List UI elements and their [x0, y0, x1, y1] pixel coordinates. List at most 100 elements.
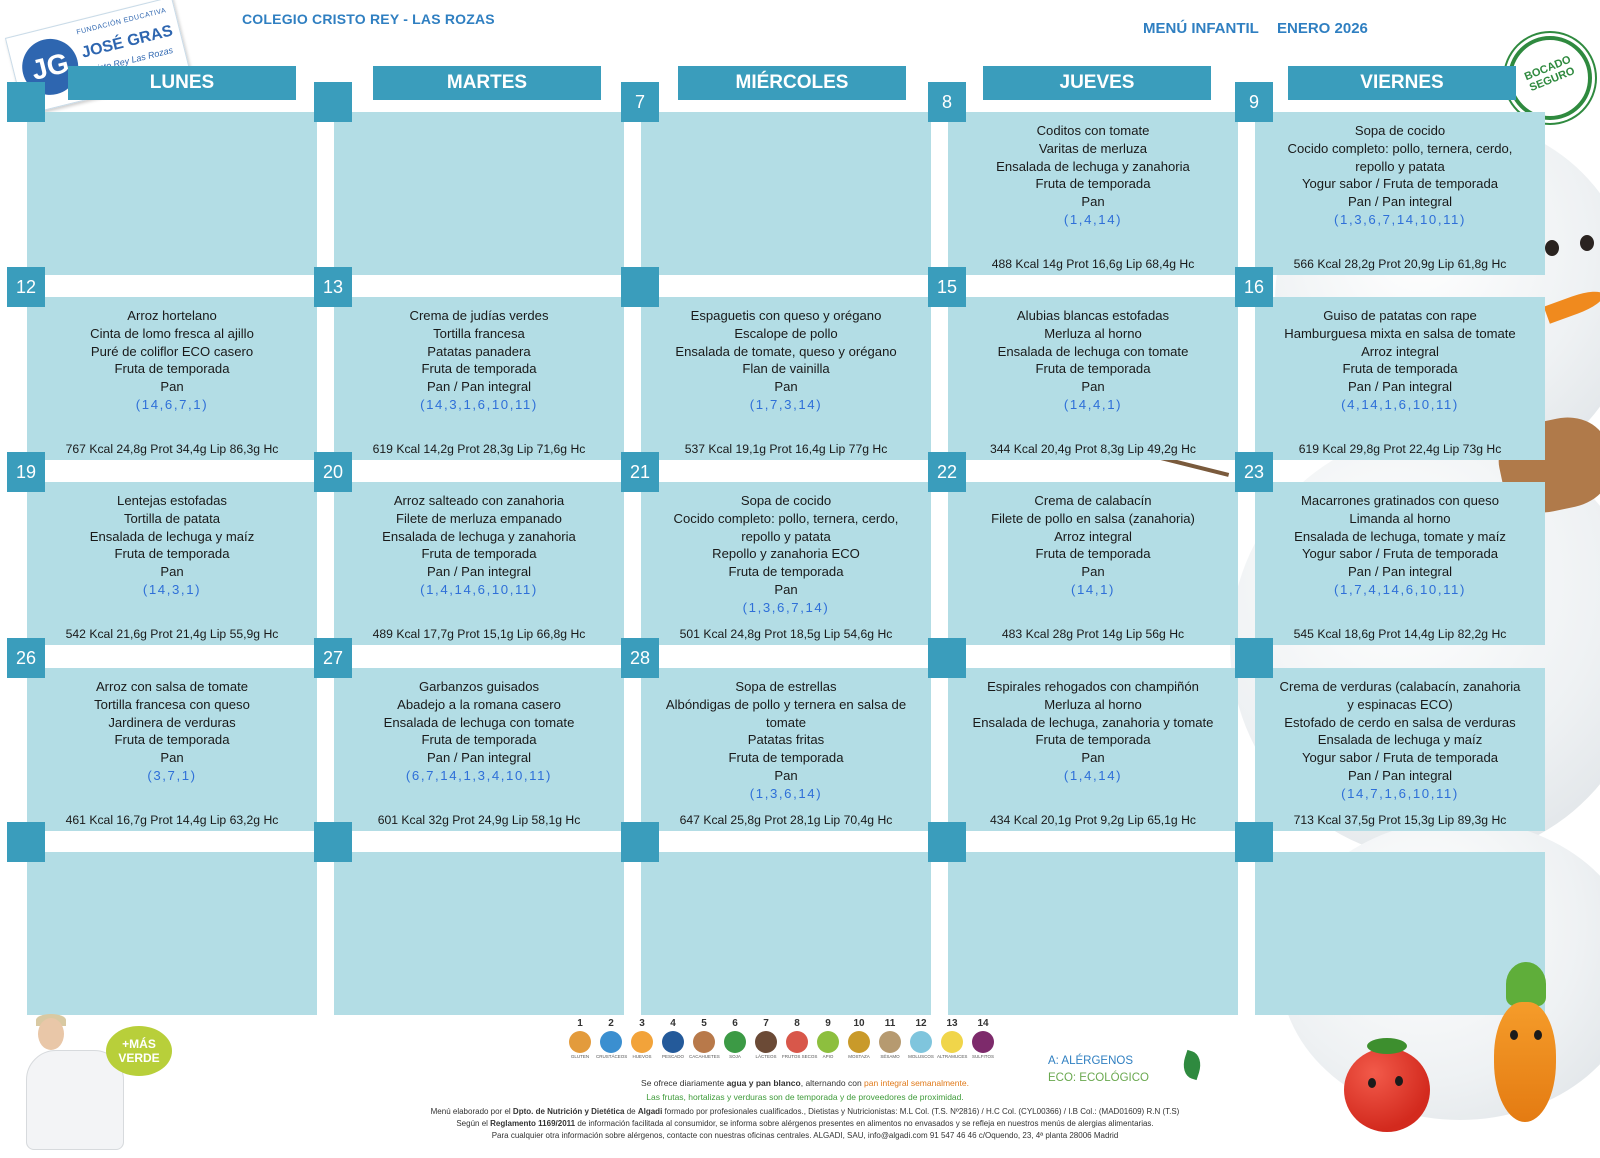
day-number: 27 [314, 638, 352, 678]
dish-item: Pan / Pan integral [1347, 564, 1453, 580]
allergen-7-icon [755, 1031, 777, 1053]
dish-item: Ensalada de lechuga y zanahoria [382, 528, 576, 544]
dish-item: Pan / Pan integral [426, 750, 532, 766]
allergen-codes: (1,3,6,14) [749, 785, 823, 801]
mas-verde-badge: +MÁS VERDE [106, 1026, 172, 1076]
dish-item: Yogur sabor / Fruta de temporada [1301, 176, 1499, 192]
dish-item: Tortilla francesa [433, 325, 525, 341]
allergen-label: MOLUSCOS [908, 1054, 934, 1059]
nutrition-info: 545 Kcal 18,6g Prot 14,4g Lip 82,2g Hc [1293, 627, 1507, 641]
day-cell-jueves [928, 822, 1238, 1015]
dish-item: Hamburguesa mixta en salsa de tomate [1284, 325, 1516, 341]
nutrition-info: 542 Kcal 21,6g Prot 21,4g Lip 55,9g Hc [65, 627, 279, 641]
dish-item: Yogur sabor / Fruta de temporada [1301, 750, 1499, 766]
dish-item: Filete de merluza empanado [396, 510, 562, 526]
footer-text: Según el [456, 1119, 491, 1128]
carrot-leaves [1506, 962, 1546, 1006]
dish-item: Puré de coliflor ECO casero [90, 343, 254, 359]
allergen-label: PESCADO [661, 1054, 684, 1059]
allergen-codes: (1,4,14) [1063, 767, 1123, 783]
allergen-number: 10 [853, 1018, 865, 1029]
day-number: 7 [621, 82, 659, 122]
allergen-label: CRUSTÁCEOS [596, 1054, 628, 1059]
allergen-13-icon [941, 1031, 963, 1053]
day-number: 28 [621, 638, 659, 678]
day-cell-miercoles [621, 822, 931, 1015]
allergen-1-icon [569, 1031, 591, 1053]
dish-item: Merluza al horno [1044, 696, 1142, 712]
dish-item: Pan [1081, 564, 1105, 580]
dish-item: Escalope de pollo [734, 325, 838, 341]
menu-month: ENERO 2026 [1277, 20, 1368, 37]
allergen-label: LÁCTEOS [755, 1054, 777, 1059]
day-number: 23 [1235, 452, 1273, 492]
day-number: 8 [928, 82, 966, 122]
chef-illustration [26, 1050, 124, 1150]
dish-item: Albóndigas de pollo y ternera en salsa d… [665, 696, 907, 712]
footer-regulation: Según el Reglamento 1169/2011 de informa… [330, 1118, 1280, 1129]
dish-item: Fruta de temporada [728, 750, 844, 766]
day-number [1235, 822, 1273, 862]
nutrition-info: 566 Kcal 28,2g Prot 20,9g Lip 61,8g Hc [1293, 257, 1507, 271]
allergen-codes: (14,1) [1070, 581, 1116, 597]
dish-item: Pan [1081, 750, 1105, 766]
allergen-14-icon [972, 1031, 994, 1053]
dish-item: Ensalada de lechuga y zanahoria [996, 158, 1190, 174]
dish-item: y espinacas ECO) [1347, 696, 1453, 712]
allergen-codes: (4,14,1,6,10,11) [1341, 396, 1459, 412]
dish-item: Pan [774, 767, 798, 783]
dish-item: Pan [160, 379, 184, 395]
dish-item: Fruta de temporada [114, 732, 230, 748]
dish-item: Coditos con tomate [1036, 123, 1150, 138]
dish-item: Espaguetis con queso y orégano [690, 308, 882, 323]
dish-item: Macarrones gratinados con queso [1301, 493, 1499, 508]
allergen-label: HUEVOS [632, 1054, 652, 1059]
badge-line: VERDE [118, 1051, 160, 1065]
allergen-9-icon [817, 1031, 839, 1053]
dish-item: Ensalada de lechuga y maíz [1317, 732, 1483, 748]
dish-item: Fruta de temporada [114, 546, 230, 562]
allergen-codes: (1,7,4,14,6,10,11) [1334, 581, 1466, 597]
chef-illustration-head [38, 1018, 64, 1050]
nutrition-info: 601 Kcal 32g Prot 24,9g Lip 58,1g Hc [377, 813, 581, 827]
nutrition-info: 713 Kcal 37,5g Prot 15,3g Lip 89,3g Hc [1293, 813, 1507, 827]
tomato-eye [1395, 1076, 1403, 1086]
dish-item: Jardinera de verduras [108, 714, 236, 730]
menu-label: MENÚ INFANTIL [1143, 20, 1259, 37]
day-number: 12 [7, 267, 45, 307]
allergen-number: 11 [884, 1018, 896, 1029]
dish-item: Fruta de temporada [1035, 176, 1151, 192]
footer-text: Algadi [637, 1107, 663, 1116]
allergen-5-icon [693, 1031, 715, 1053]
tomato-eye [1368, 1078, 1376, 1088]
dish-item: Fruta de temporada [728, 564, 844, 580]
allergen-number: 3 [639, 1018, 645, 1029]
dish-item: Sopa de estrellas [735, 679, 837, 694]
allergen-number: 4 [670, 1018, 676, 1029]
dish-item: Ensalada de tomate, queso y orégano [675, 343, 897, 359]
nutrition-info: 434 Kcal 20,1g Prot 9,2g Lip 65,1g Hc [990, 813, 1196, 827]
allergen-label: SOJA [729, 1054, 741, 1059]
day-number [621, 822, 659, 862]
dish-item: Ensalada de lechuga con tomate [383, 714, 575, 730]
footer-contact: Para cualquier otra información sobre al… [491, 1131, 1119, 1140]
allergen-number: 13 [946, 1018, 958, 1029]
tomato-leaf [1367, 1038, 1407, 1054]
dish-item: Ensalada de lechuga con tomate [997, 343, 1189, 359]
dish-item: Espirales rehogados con champiñón [987, 679, 1199, 694]
allergen-number: 12 [915, 1018, 927, 1029]
